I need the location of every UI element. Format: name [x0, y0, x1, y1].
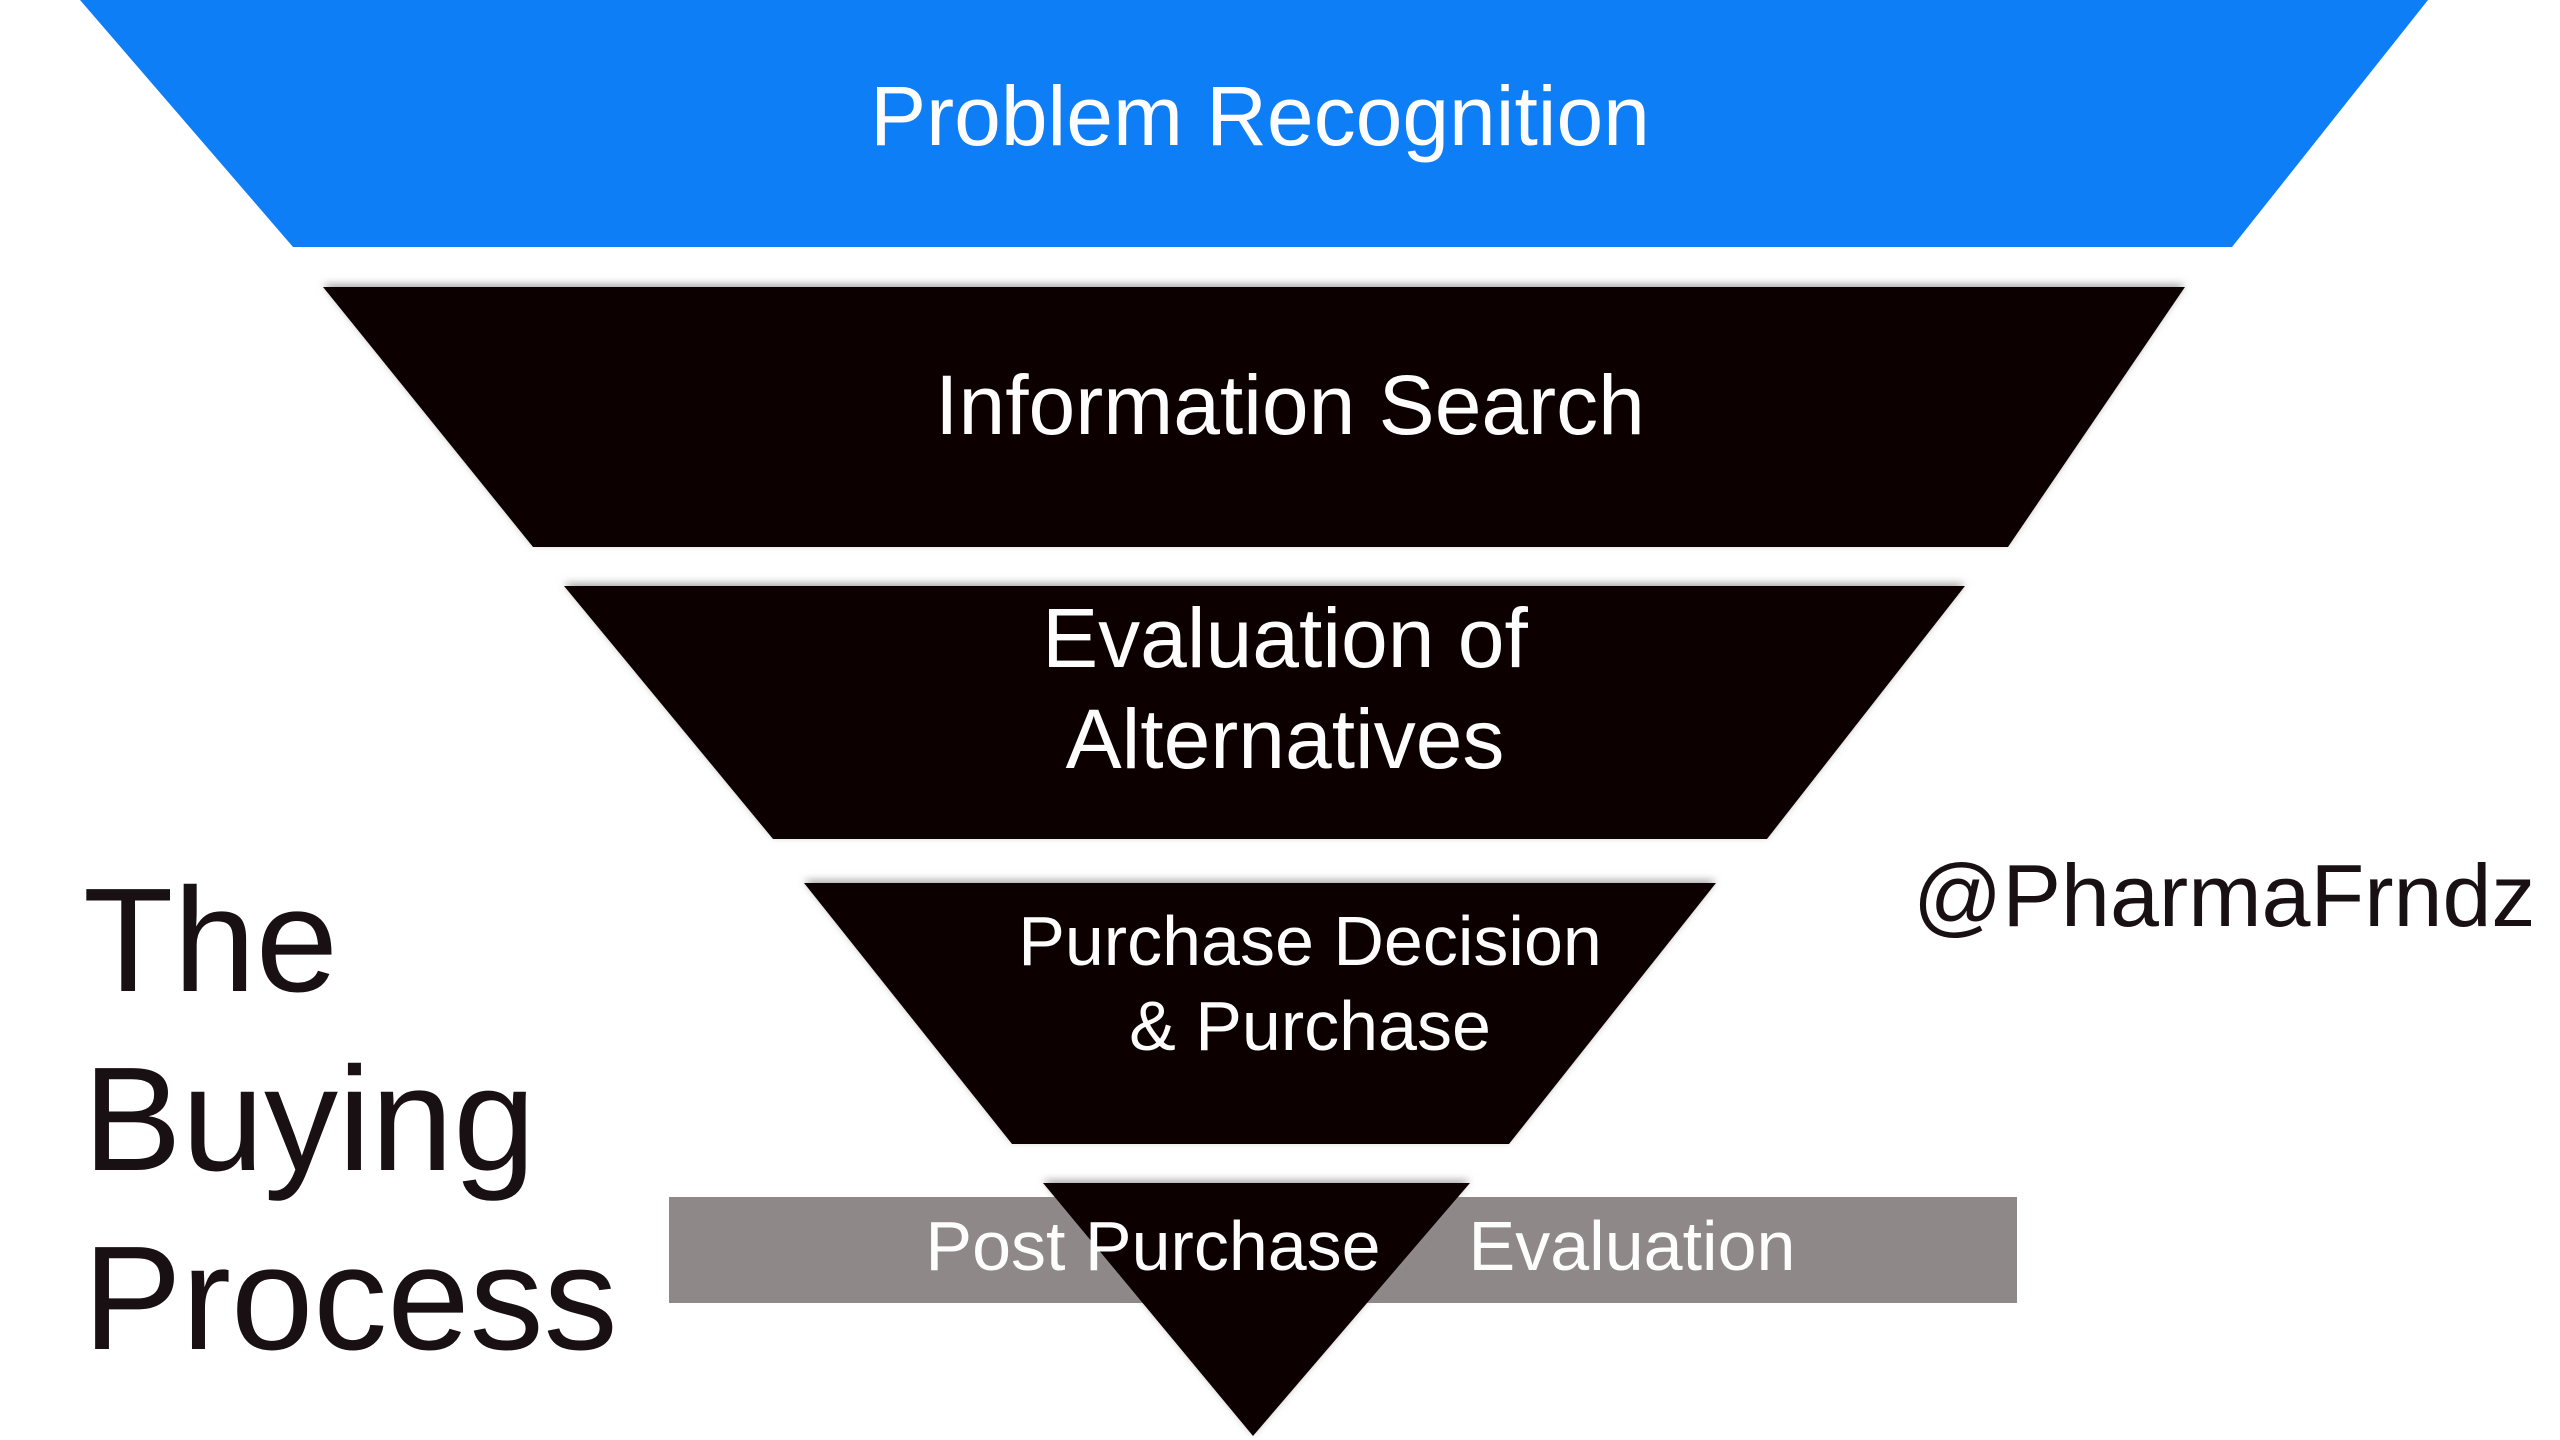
watermark-handle: @PharmaFrndz [1913, 846, 2535, 945]
funnel-stage-3-label-line-1: Evaluation of [1042, 591, 1528, 685]
funnel-stage-4-label-line-1: Purchase Decision [1018, 902, 1602, 980]
funnel-stage-5-tip-shape [1043, 1183, 1470, 1436]
funnel-stage-4-label-line-2: & Purchase [1129, 987, 1491, 1065]
funnel-stage-1-shape [80, 0, 2428, 247]
funnel-stage-3-label-line-2: Alternatives [1066, 692, 1505, 786]
diagram-title-line-1: The [83, 858, 338, 1023]
diagram-title-line-3: Process [83, 1216, 618, 1381]
funnel-stage-5-label-part-1: Post Purchase [925, 1207, 1380, 1285]
funnel-stage-5-label-part-2: Evaluation [1469, 1207, 1796, 1285]
funnel-stage-2-shape [323, 287, 2185, 547]
funnel-stage-2-label: Information Search [935, 358, 1645, 452]
funnel-stage-4-shape [804, 883, 1716, 1144]
funnel-stage-3-shape [564, 586, 1965, 839]
funnel-stage-1-label: Problem Recognition [870, 69, 1650, 163]
diagram-title-line-2: Buying [83, 1037, 536, 1202]
